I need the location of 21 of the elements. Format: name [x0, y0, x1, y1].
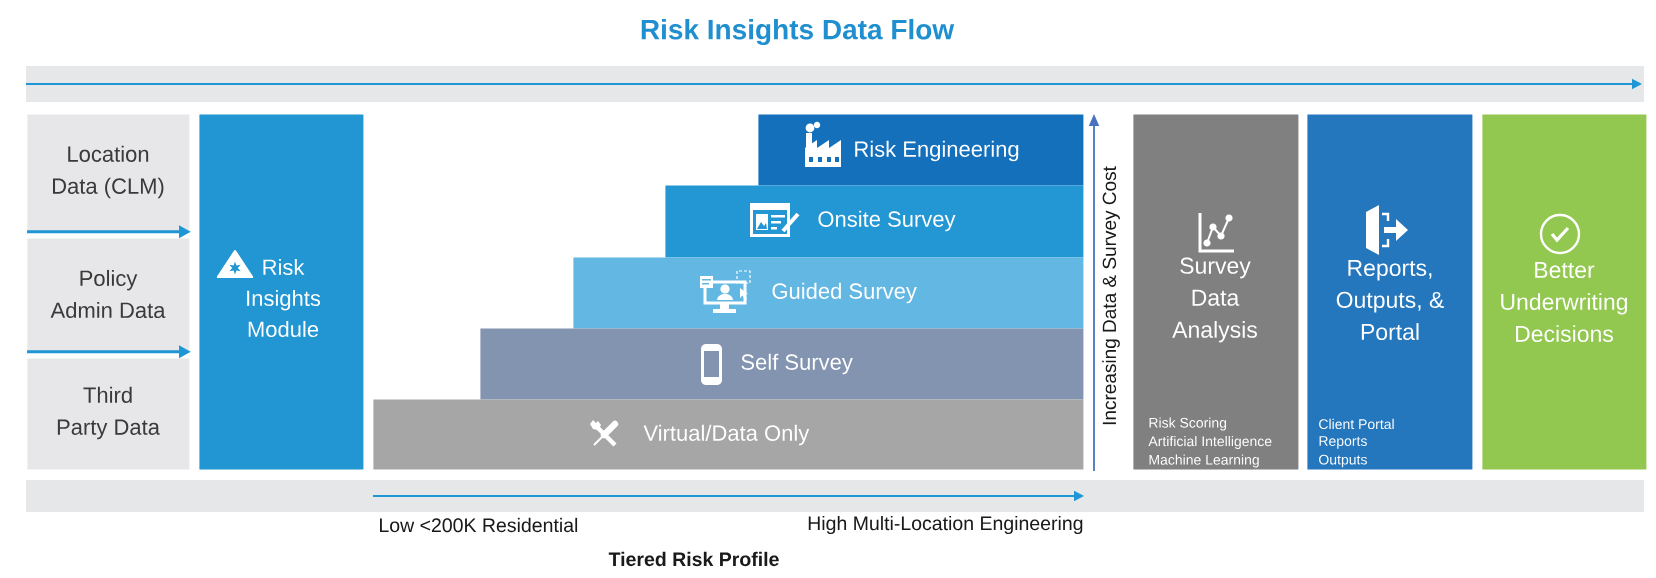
list-item: Outputs [1319, 454, 1367, 468]
list-item: Risk Scoring [1149, 417, 1227, 431]
scale-end-label: High Multi-Location Engineering [808, 515, 1083, 535]
scale-end-label: Low <200K Residential [380, 517, 578, 533]
module-box: Risk Insights Module [199, 114, 364, 470]
tier-bar: Risk Engineering [758, 114, 1084, 186]
tier-bar: Guided Survey [573, 257, 1084, 329]
list-item: Reports [1319, 436, 1367, 449]
source-box: Third Party Data [27, 358, 190, 470]
axis-title: Tiered Risk Profile [608, 551, 779, 567]
list-item: Machine Learning [1149, 454, 1259, 468]
tier-bar: Virtual/Data Only [373, 399, 1084, 470]
axis-label: Increasing Data & Survey Cost [1102, 166, 1120, 425]
tier-bar: Onsite Survey [665, 185, 1084, 258]
source-box: Location Data (CLM) [27, 114, 190, 232]
stage-box: Better Underwriting Decisions [1482, 114, 1647, 470]
list-item: Client Portal [1319, 418, 1394, 430]
list-item: Artificial Intelligence [1148, 436, 1272, 450]
tier-bar: Self Survey [480, 328, 1084, 400]
title: Risk Insights Data Flow [641, 18, 955, 46]
source-box: Policy Admin Data [27, 238, 190, 352]
